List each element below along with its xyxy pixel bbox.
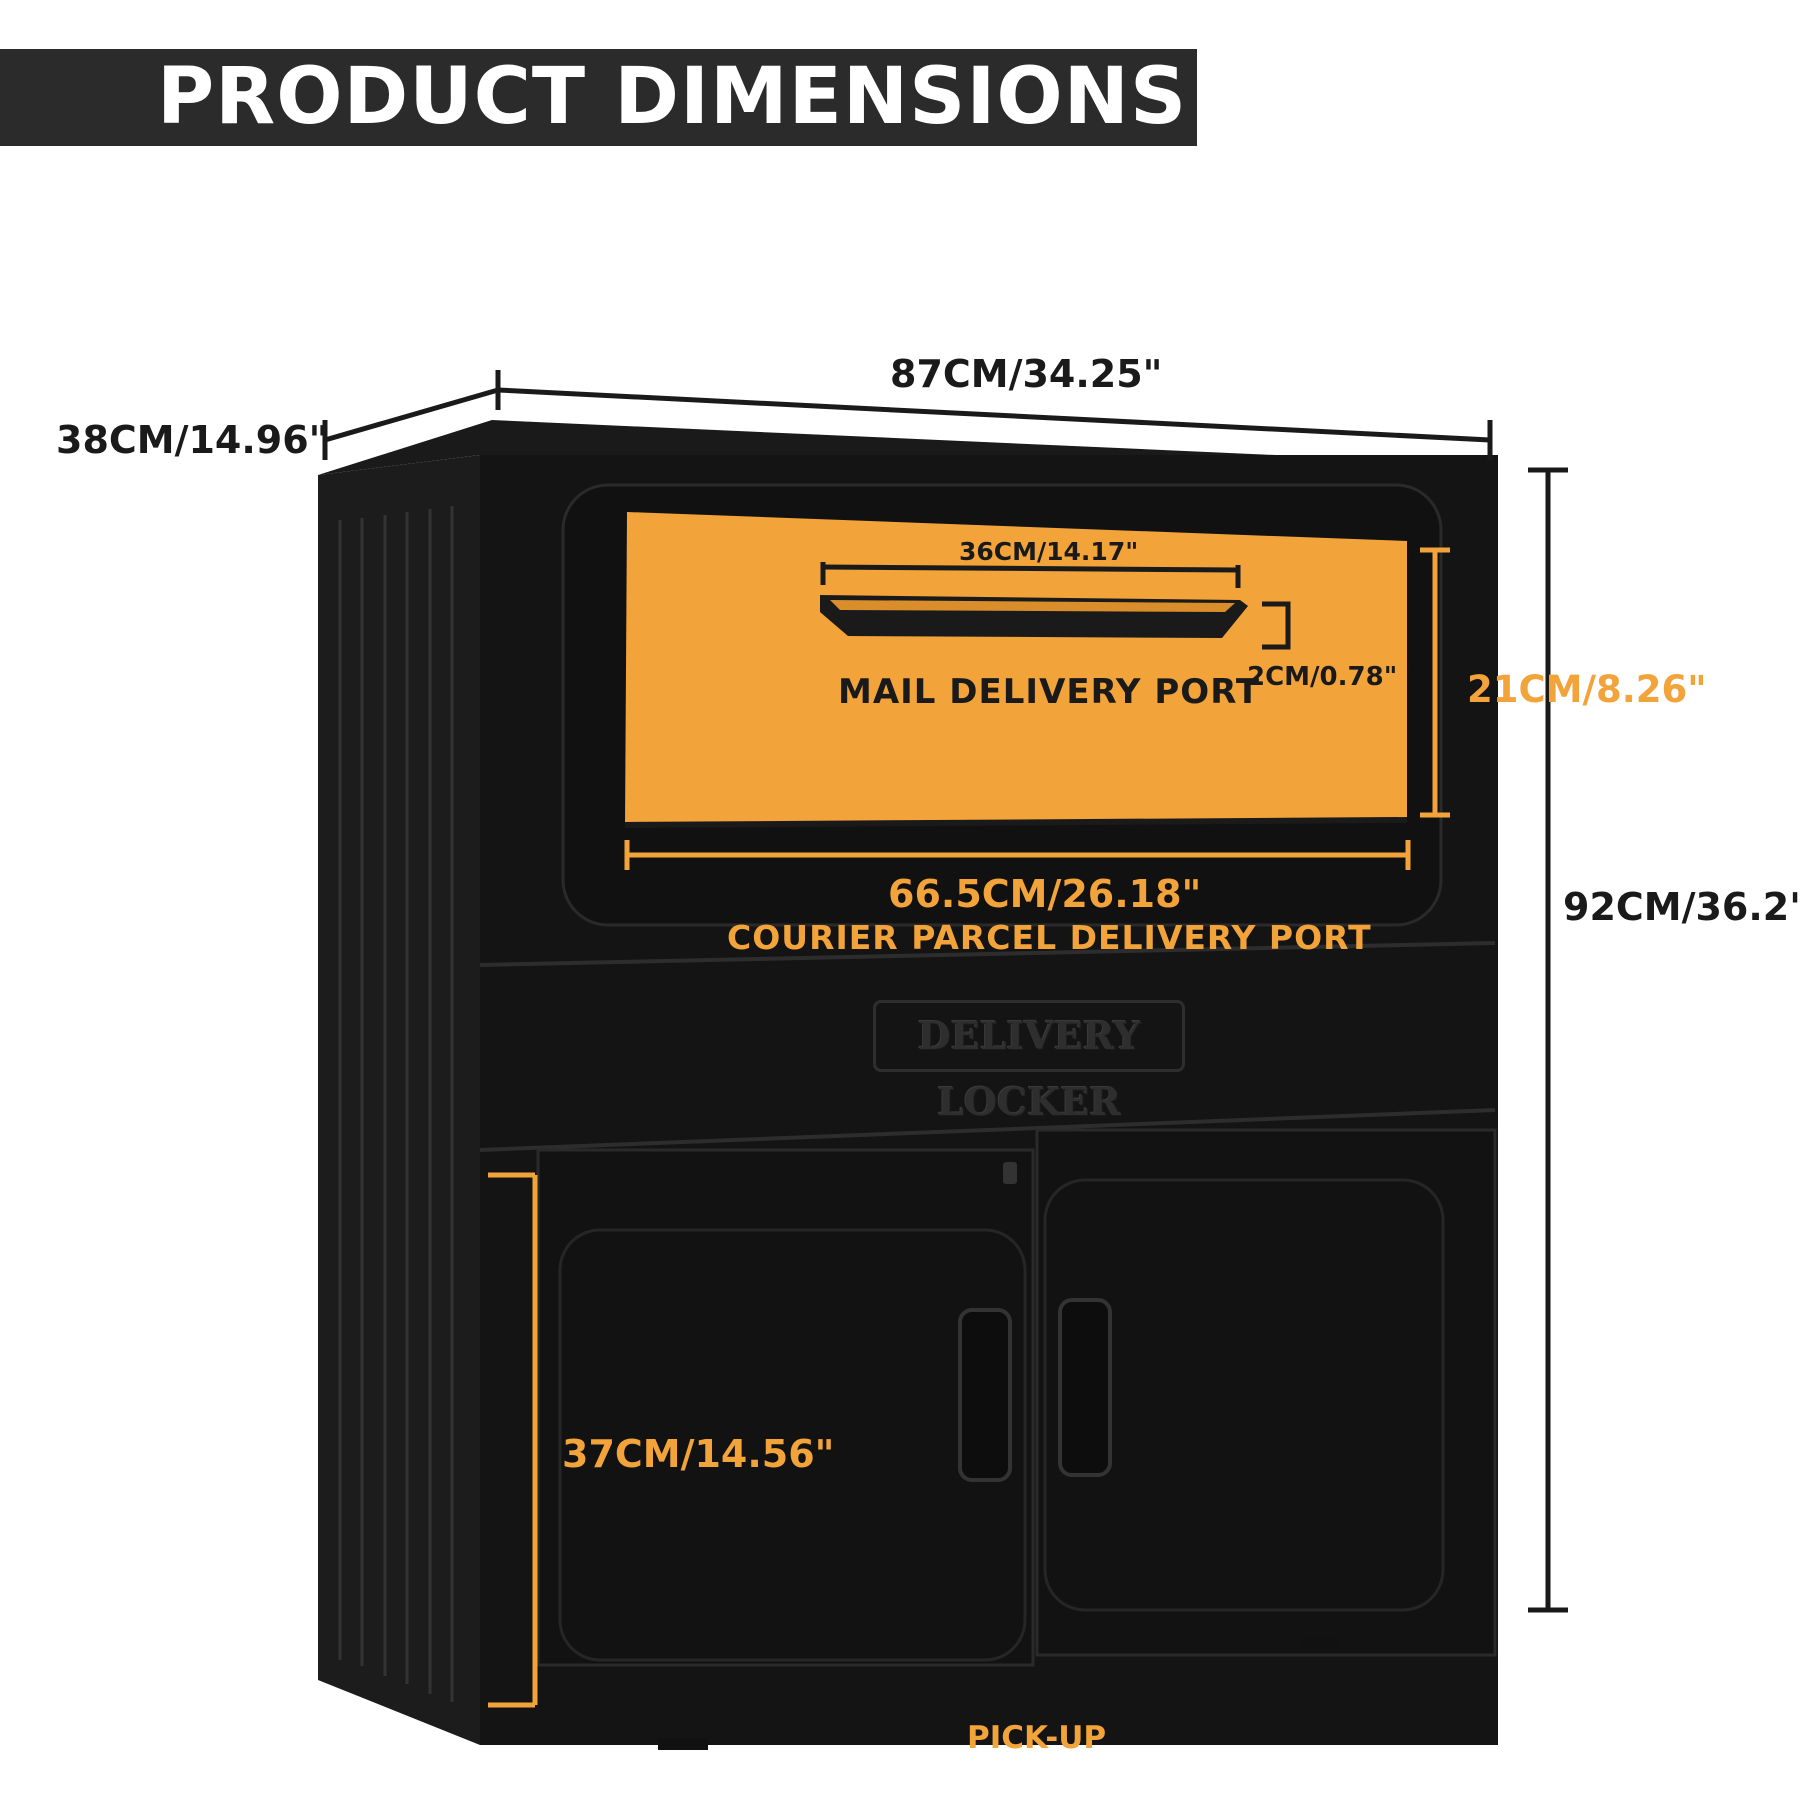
mail-slot-height-bracket	[1262, 601, 1291, 650]
side-ribs	[338, 506, 454, 1702]
parcel-port-label: COURIER PARCEL DELIVERY PORT	[727, 918, 1372, 957]
height-label: 92CM/36.2"	[1563, 885, 1800, 929]
keyhole	[1003, 1162, 1017, 1184]
dimension-lines-dark	[322, 370, 1568, 1613]
parcel-port-width-label: 66.5CM/26.18"	[888, 872, 1202, 916]
section-divider-top	[479, 941, 1496, 967]
depth-dimension-line	[324, 387, 499, 443]
mail-slot-width-line	[822, 564, 1239, 573]
dimension-lines-accent	[488, 547, 1450, 1708]
left-door-handle	[958, 1308, 1012, 1482]
mail-slot-width-label: 36CM/14.17"	[959, 537, 1139, 566]
delivery-locker-embossed-badge: DELIVERY LOCKER	[873, 1000, 1185, 1124]
mail-slot-lip	[830, 600, 1235, 612]
parcel-port-height-label: 21CM/8.26"	[1467, 668, 1707, 711]
pickup-height-label: 37CM/14.56"	[562, 1432, 835, 1476]
mail-port-label: MAIL DELIVERY PORT	[838, 672, 1261, 712]
depth-label: 38CM/14.96"	[56, 418, 329, 462]
foot-right	[1300, 1638, 1340, 1648]
left-door-panel	[558, 1228, 1027, 1662]
flap-lower-edge	[624, 817, 1408, 828]
right-door-handle	[1058, 1298, 1112, 1477]
right-door	[1035, 1128, 1497, 1657]
parcel-port-flap	[625, 512, 1407, 825]
right-door-panel	[1043, 1178, 1445, 1612]
section-divider-bottom	[479, 1108, 1496, 1152]
mail-slot-height-label: 2CM/0.78"	[1247, 662, 1398, 692]
width-label: 87CM/34.25"	[890, 352, 1163, 396]
pickup-label: PICK-UP	[967, 1720, 1107, 1756]
cabinet-side-panel	[318, 455, 480, 1745]
left-door	[536, 1148, 1035, 1667]
width-dimension-line	[497, 387, 1491, 443]
page-title: PRODUCT DIMENSIONS	[157, 52, 1188, 142]
foot-left	[658, 1738, 708, 1750]
title-banner: PRODUCT DIMENSIONS	[0, 49, 1197, 146]
